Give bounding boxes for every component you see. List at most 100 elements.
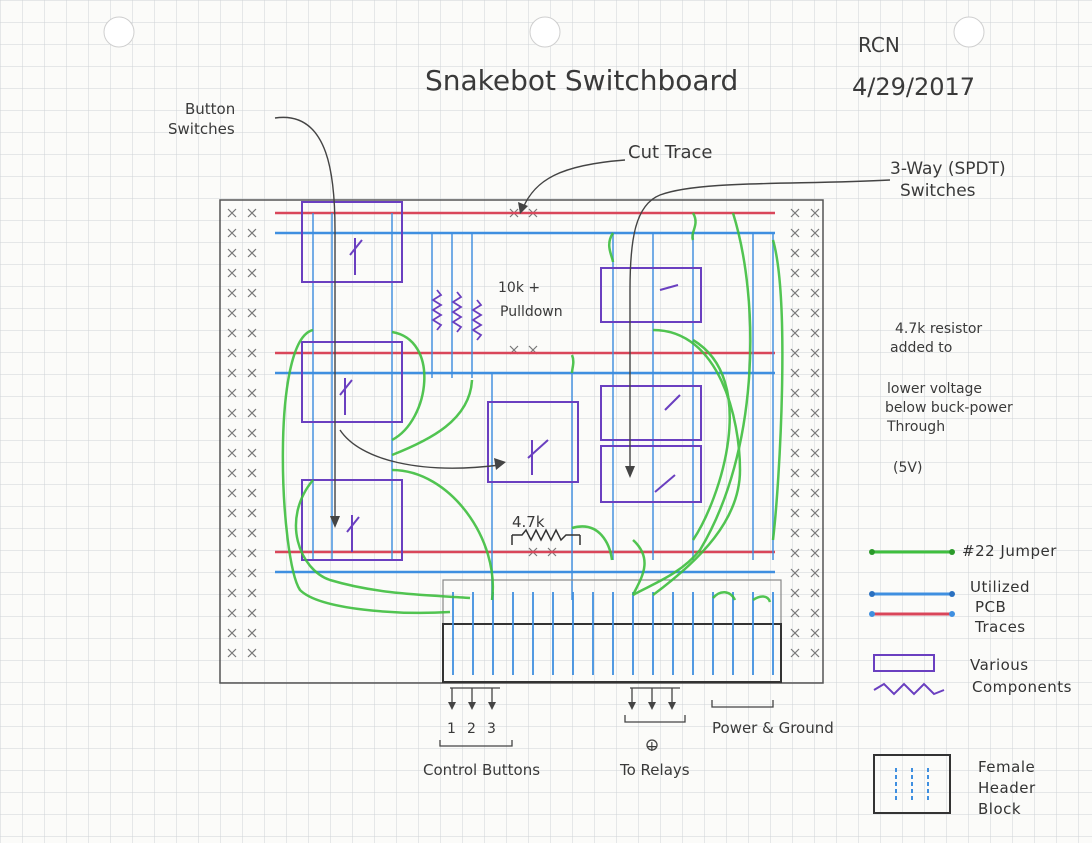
binder-hole: [103, 16, 135, 48]
label-button-number-1: 1: [447, 721, 456, 737]
x-mark: [810, 428, 820, 438]
x-mark: [810, 468, 820, 478]
x-mark: [227, 408, 237, 418]
x-mark: [247, 288, 257, 298]
x-mark: [810, 248, 820, 258]
label-power-ground: Power & Ground: [712, 719, 834, 737]
legend-label-components-2: Components: [972, 678, 1072, 696]
x-mark: [247, 448, 257, 458]
legend-item-traces: Utilized PCB Traces: [869, 578, 1030, 636]
x-mark: [790, 588, 800, 598]
button-switch-3: [301, 479, 403, 561]
x-mark: [227, 608, 237, 618]
x-mark: [810, 288, 820, 298]
x-mark: [810, 508, 820, 518]
x-mark: [790, 508, 800, 518]
label-button-switches-2: Switches: [168, 120, 235, 138]
x-mark: [247, 308, 257, 318]
x-mark: [227, 308, 237, 318]
label-pulldown-2: Pulldown: [500, 304, 563, 320]
x-mark: [810, 348, 820, 358]
label-button-number-3: 3: [487, 721, 496, 737]
x-mark: [810, 448, 820, 458]
spdt-switch-3: [600, 445, 702, 503]
label-control-buttons: Control Buttons: [423, 761, 540, 779]
x-mark: [790, 448, 800, 458]
x-mark: [247, 368, 257, 378]
x-mark: [810, 648, 820, 658]
x-mark: [810, 608, 820, 618]
legend-label-header-2: Header: [978, 779, 1036, 797]
x-mark: [227, 388, 237, 398]
x-mark: [227, 468, 237, 478]
x-mark: [247, 228, 257, 238]
x-mark: [810, 208, 820, 218]
label-plus: +: [646, 739, 658, 755]
legend-item-components: Various Components: [873, 654, 1072, 696]
x-mark: [247, 588, 257, 598]
x-mark: [790, 648, 800, 658]
legend-label-jumper: #22 Jumper: [962, 542, 1057, 560]
x-mark: [810, 228, 820, 238]
x-mark: [227, 508, 237, 518]
x-mark: [810, 488, 820, 498]
label-3-way-2: Switches: [900, 181, 976, 201]
x-mark: [790, 528, 800, 538]
spdt-switch-1: [600, 267, 702, 323]
resistor-4-7k: [511, 528, 581, 545]
jumper-wires: [281, 212, 784, 615]
output-arrow-heads: [448, 702, 676, 710]
label-resistor-value: 4.7k: [512, 513, 545, 531]
x-mark: [790, 288, 800, 298]
x-mark: [790, 368, 800, 378]
x-mark: [810, 588, 820, 598]
note-line-6: (5V): [893, 460, 922, 476]
x-mark: [227, 228, 237, 238]
note-line-2: added to: [890, 340, 952, 356]
x-mark: [227, 288, 237, 298]
x-mark: [247, 648, 257, 658]
x-mark: [790, 208, 800, 218]
x-mark: [227, 448, 237, 458]
label-button-number-2: 2: [467, 721, 476, 737]
x-mark: [227, 488, 237, 498]
x-mark: [247, 428, 257, 438]
spdt-switch-2: [600, 385, 702, 441]
x-mark: [227, 248, 237, 258]
x-mark: [810, 268, 820, 278]
x-mark: [810, 568, 820, 578]
x-mark: [790, 328, 800, 338]
note-line-3: lower voltage: [887, 381, 982, 397]
x-mark: [227, 328, 237, 338]
x-mark: [227, 268, 237, 278]
button-switch-1: [301, 201, 403, 283]
annotation-arrows: [274, 116, 891, 520]
x-mark: [247, 408, 257, 418]
x-mark: [790, 428, 800, 438]
x-mark: [247, 268, 257, 278]
x-mark: [247, 548, 257, 558]
power-traces: [275, 211, 775, 574]
sheet-date: 4/29/2017: [852, 73, 975, 101]
x-mark: [247, 248, 257, 258]
legend-label-traces-3: Traces: [974, 618, 1026, 636]
binder-hole: [953, 16, 985, 48]
x-mark: [790, 228, 800, 238]
x-mark: [227, 628, 237, 638]
x-mark: [810, 328, 820, 338]
x-mark: [790, 568, 800, 578]
arrow-heads: [330, 202, 635, 528]
x-mark: [790, 468, 800, 478]
x-mark: [247, 328, 257, 338]
binder-hole: [529, 16, 561, 48]
x-mark: [790, 608, 800, 618]
note-line-4: below buck-power: [885, 400, 1013, 416]
button-switch-2: [301, 341, 403, 423]
x-mark: [790, 408, 800, 418]
x-mark: [810, 528, 820, 538]
label-cut-trace: Cut Trace: [628, 142, 713, 163]
x-mark: [227, 428, 237, 438]
legend-label-traces-1: Utilized: [970, 578, 1030, 596]
